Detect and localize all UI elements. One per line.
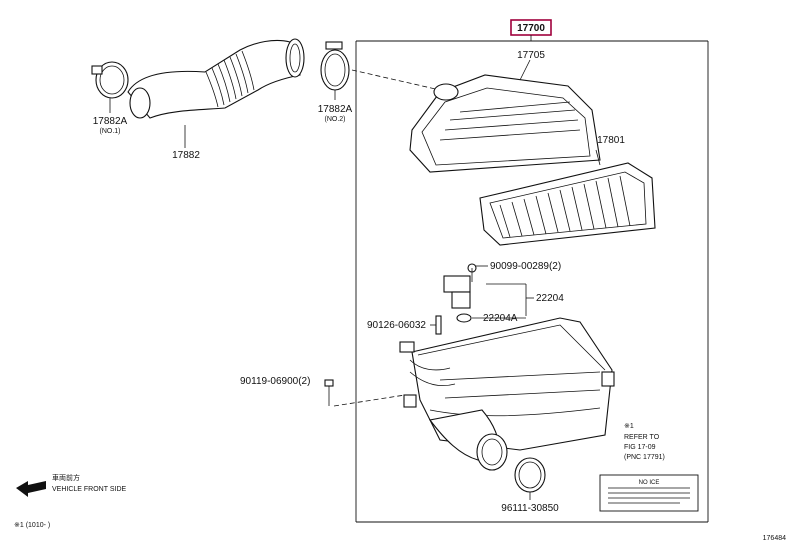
sensor-label: 22204: [536, 293, 564, 304]
hose-to-cap-line: [351, 69, 441, 91]
intake-hose-label: 17882: [172, 150, 200, 161]
refer-note-line3: (PNC 17791): [624, 454, 665, 461]
sensor-screw-label: 90099-00289(2): [490, 261, 561, 272]
air-cleaner-cap[interactable]: [409, 59, 601, 173]
refer-note-mark: ※1: [624, 423, 634, 430]
caution-label-plate[interactable]: NO ICE: [599, 474, 699, 512]
assembly-number-badge[interactable]: 17700: [510, 19, 552, 41]
front-arrow-icon: [16, 481, 46, 497]
filter-element[interactable]: [479, 149, 656, 246]
footnote: ※1 (1010- ): [14, 522, 50, 529]
front-indicator-japanese: 車両前方: [52, 473, 80, 482]
clamp-no2[interactable]: [320, 41, 350, 100]
intake-hose[interactable]: [127, 38, 305, 148]
assembly-frame: [355, 40, 709, 523]
case-bolt-label: 90119-06900(2): [240, 376, 310, 387]
clamp-no1-label: 17882A: [93, 116, 128, 127]
stud-bolt-label: 90126-06032: [367, 320, 426, 331]
assembly-number-label: 17700: [517, 23, 545, 34]
sensor-oring-label: 22204A: [483, 313, 518, 324]
clamp-no2-label: 17882A: [318, 104, 353, 115]
refer-note: ※1 REFER TO FIG 17-09 (PNC 17791): [624, 423, 665, 461]
clamp-no1[interactable]: [91, 61, 129, 113]
case-bolt[interactable]: [324, 379, 406, 407]
front-indicator-english: VEHICLE FRONT SIDE: [52, 486, 126, 493]
vehicle-front-indicator: 車両前方 VEHICLE FRONT SIDE: [16, 473, 126, 497]
filter-pleats: [499, 175, 631, 238]
outlet-clamp-label: 96111-30850: [501, 503, 559, 514]
figure-id: 176484: [763, 535, 786, 542]
refer-note-line1: REFER TO: [624, 434, 660, 441]
filter-element-label: 17801: [597, 135, 625, 146]
clamp-no1-note: (NO.1): [100, 128, 121, 135]
clamp-no2-note: (NO.2): [325, 116, 346, 123]
cleaner-cap-label: 17705: [517, 50, 545, 61]
stud-bolt[interactable]: [430, 315, 442, 335]
refer-note-line2: FIG 17-09: [624, 444, 656, 451]
air-cleaner-case[interactable]: [399, 317, 615, 471]
caution-label-header: NO ICE: [639, 480, 660, 486]
airflow-sensor[interactable]: [443, 263, 534, 323]
outlet-clamp[interactable]: [514, 457, 546, 500]
